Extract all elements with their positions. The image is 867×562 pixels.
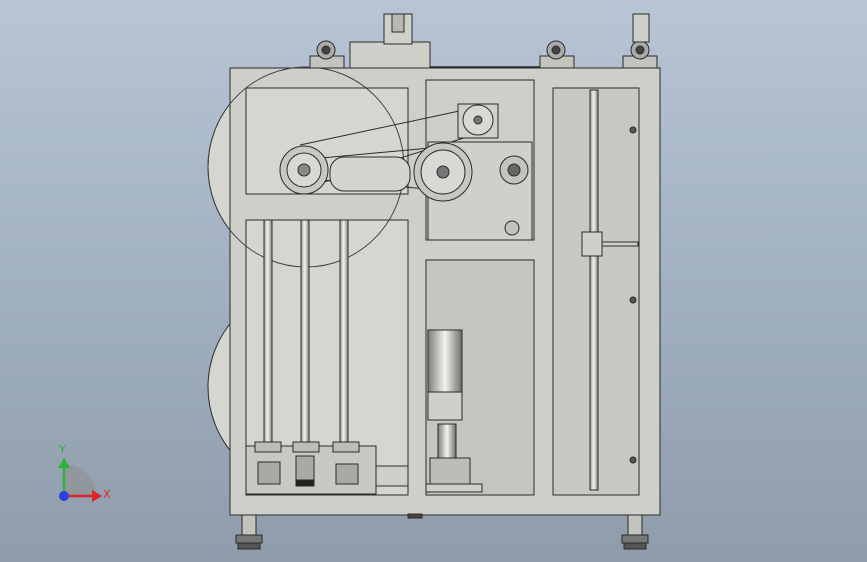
motor-body bbox=[427, 329, 463, 393]
triad-x-label: X bbox=[103, 488, 111, 501]
leveling-foot-left bbox=[235, 514, 263, 550]
lead-screw-nut bbox=[581, 231, 603, 257]
motor-coupling bbox=[429, 457, 471, 487]
view-orientation-triad bbox=[58, 458, 102, 502]
tension-slot-plate bbox=[329, 156, 411, 192]
top-bearing-right bbox=[622, 13, 658, 69]
top-bearing-left bbox=[309, 40, 345, 69]
triad-z-axis bbox=[59, 491, 69, 501]
guide-rod-2 bbox=[300, 219, 310, 447]
triad-y-label: Y bbox=[59, 443, 66, 456]
top-bearing-mid bbox=[539, 40, 575, 69]
guide-rod-3 bbox=[339, 219, 349, 447]
lead-screw bbox=[589, 89, 599, 491]
leveling-foot-right bbox=[621, 514, 649, 550]
guide-rod-1 bbox=[263, 219, 273, 447]
top-mount-block bbox=[349, 41, 431, 69]
